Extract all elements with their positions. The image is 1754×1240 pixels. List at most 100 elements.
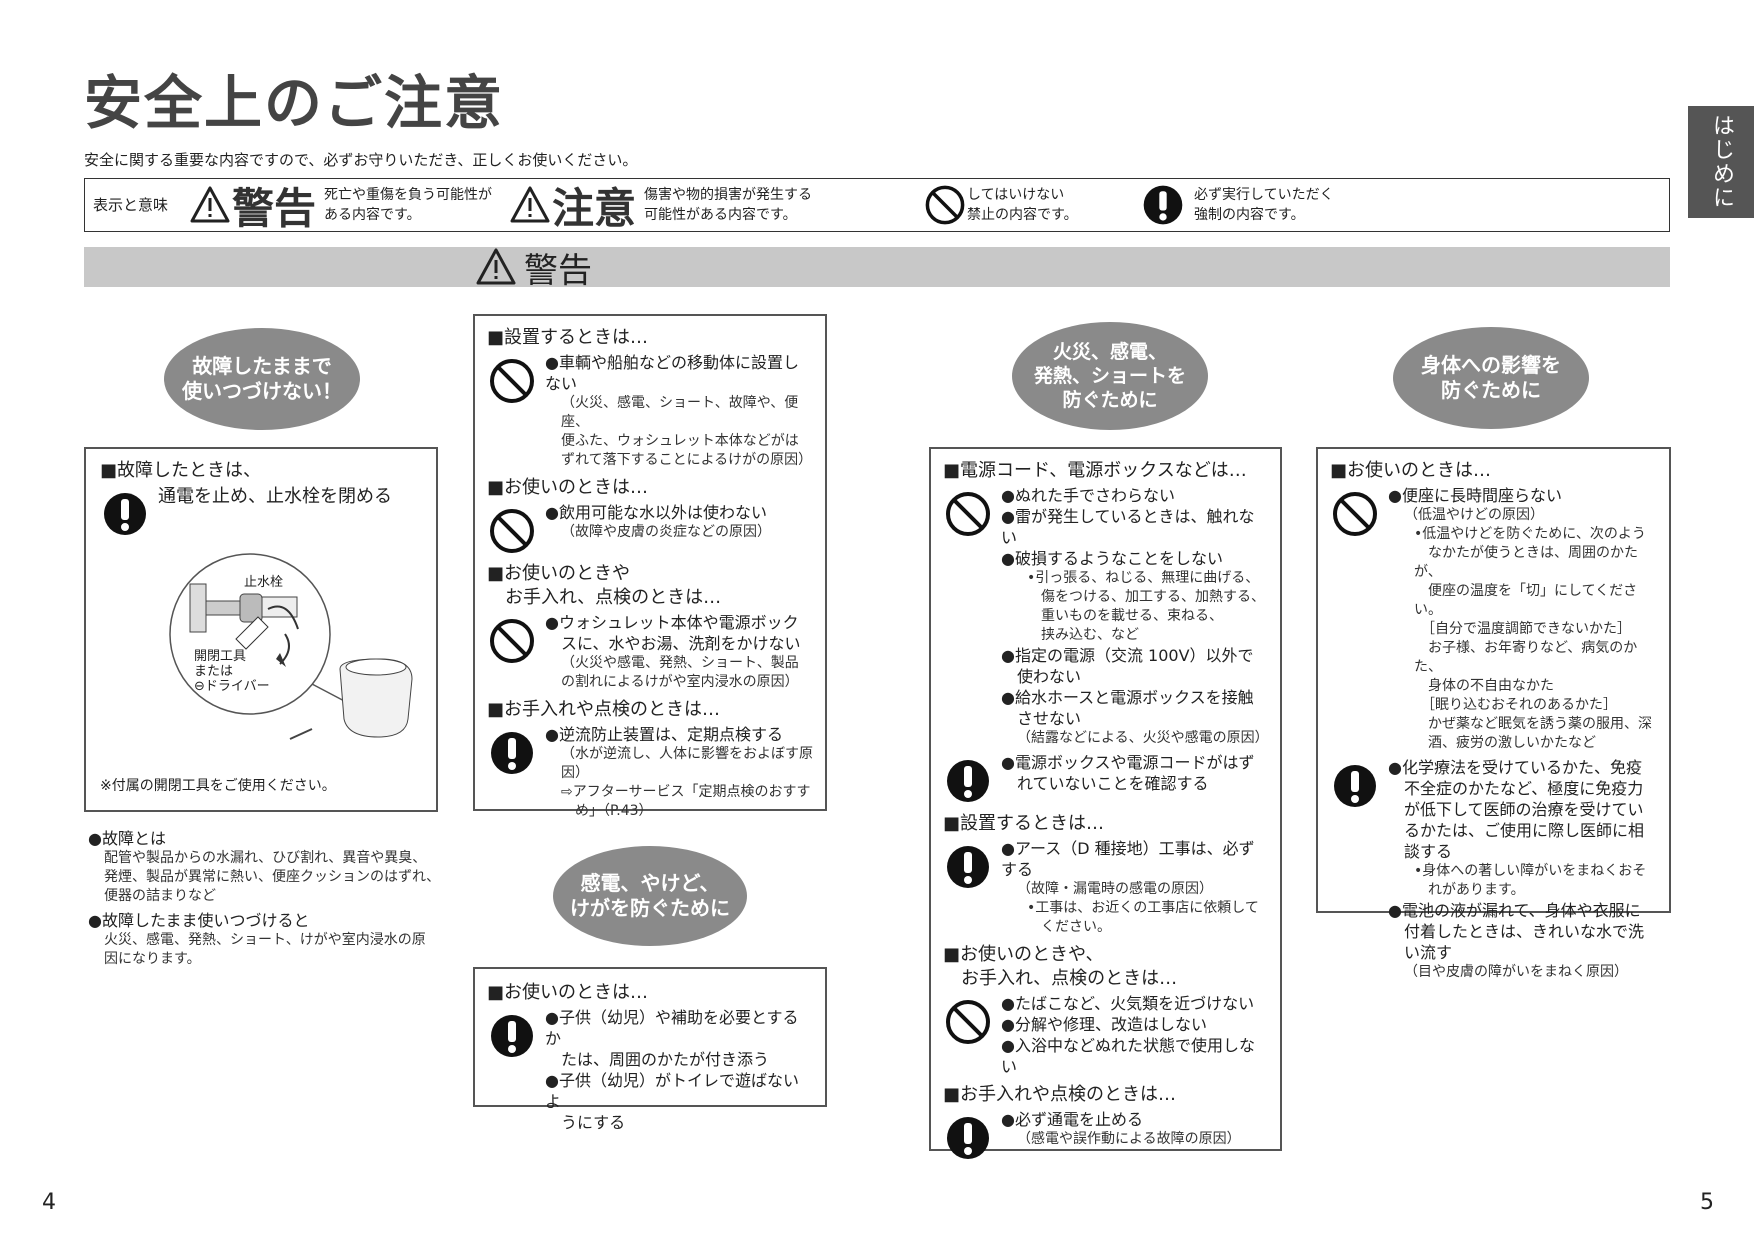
- legend-caution: 注意 傷害や物的損害が発生する 可能性がある内容です。: [510, 179, 813, 233]
- list-item: ●化学療法を受けているかた、免疫 不全症のかたなど、極度に免疫力 が低下して医師…: [1330, 757, 1657, 982]
- mandatory-icon: [947, 760, 989, 802]
- warning-triangle-icon: [476, 248, 516, 285]
- page-number-left: 4: [42, 1190, 56, 1215]
- list-item: ●ぬれた手でさわらない ●雷が発生しているときは、触れない ●破損するようなこと…: [943, 485, 1269, 748]
- item-text: ●雷が発生しているときは、触れない: [1001, 507, 1255, 547]
- box-footnote: ※付属の開閉工具をご使用ください。: [100, 778, 336, 794]
- item-note: （低温やけどの原因）: [1404, 507, 1544, 523]
- box-body-effects: ■お使いのときは… ●便座に長時間座らない （低温やけどの原因） •低温やけどを…: [1316, 447, 1671, 980]
- list-item: ●子供（幼児）や補助を必要とするか たは、周囲のかたが付き添う ●子供（幼児）が…: [487, 1007, 813, 1133]
- note-head: ●故障したまま使いつづけると: [88, 911, 310, 930]
- item-text: ●アース（D 種接地）工事は、必ずする: [1001, 839, 1255, 879]
- note-body: 配管や製品からの水漏れ、ひび割れ、異音や異臭、 発煙、製品が異常に熱い、便座クッ…: [104, 850, 441, 904]
- mandatory-icon: [104, 493, 146, 535]
- box-malfunction: ■故障したときは、 通電を止め、止水栓を閉める 止水栓 開閉工具 または ⊖ドラ…: [84, 447, 438, 812]
- list-item: ●逆流防止装置は、定期点検する （水が逆流し、人体に影響をおよぼす原因） ⇨アフタ…: [487, 724, 813, 821]
- item-note: （感電や誤作動による故障の原因）: [1017, 1131, 1241, 1147]
- section-title: ■お使いのときや、 お手入れ、点検のときは…: [943, 944, 1178, 989]
- item-note: （水が逆流し、人体に影響をおよぼす原因） ⇨アフターサービス「定期点検のおすす …: [561, 746, 813, 819]
- section-title: ■設置するときは…: [487, 327, 649, 348]
- section-title: ■故障したときは、: [100, 460, 262, 481]
- list-item: ●電源ボックスや電源コードがはず れていないことを確認する: [943, 752, 1268, 806]
- legend-warning-desc: 死亡や重傷を負う可能性が ある内容です。: [324, 187, 493, 223]
- item-subnote: •引っ張る、ねじる、無理に曲げる、 傷をつける、加工する、加熱する、 重いものを…: [1027, 570, 1265, 643]
- item-text: ●飲用可能な水以外は使わない: [545, 503, 767, 522]
- item-text: ●分解や修理、改造はしない: [1001, 1015, 1207, 1034]
- list-item: ●必ず通電を止める （感電や誤作動による故障の原因）: [943, 1109, 1268, 1163]
- item-note: （故障や皮膚の炎症などの原因）: [561, 524, 771, 540]
- mandatory-icon: [491, 1015, 533, 1057]
- item-note: （結露などによる、火災や感電の原因）: [1017, 730, 1269, 746]
- prohibited-icon: [1333, 492, 1377, 536]
- legend-warning: 警告 死亡や重傷を負う可能性が ある内容です。: [190, 179, 493, 233]
- figure-label-valve: 止水栓: [244, 575, 284, 590]
- list-item: ●たばこなど、火気類を近づけない ●分解や修理、改造はしない ●入浴中などぬれた…: [943, 993, 1268, 1077]
- warning-banner: 警告: [84, 247, 1670, 291]
- item-note: （火災、感電、ショート、故障や、便座、 便ふた、ウォシュレット本体などがは ずれ…: [561, 395, 813, 468]
- page-number-right: 5: [1700, 1190, 1714, 1215]
- item-text: ●逆流防止装置は、定期点検する: [545, 725, 783, 744]
- legend-mandatory: 必ず実行していただく 強制の内容です。: [1140, 179, 1334, 231]
- list-item: ●飲用可能な水以外は使わない （故障や皮膚の炎症などの原因）: [487, 502, 813, 556]
- section-title: ■お使いのときは…: [487, 477, 649, 498]
- oval-heading-col4: 身体への影響を 防ぐために: [1393, 327, 1589, 429]
- mandatory-icon: [947, 846, 989, 888]
- item-note: （目や皮膚の障がいをまねく原因）: [1404, 964, 1628, 980]
- item-text: 通電を止め、止水栓を閉める: [158, 486, 392, 507]
- legend-mandatory-desc: 必ず実行していただく 強制の内容です。: [1194, 187, 1334, 223]
- section-title: ■設置するときは…: [943, 813, 1105, 834]
- oval-heading-col1: 故障したままで 使いつづけない！: [164, 328, 360, 430]
- item-text: ●ウォシュレット本体や電源ボック スに、水やお湯、洗剤をかけない: [545, 613, 801, 653]
- box-electrical: ■電源コード、電源ボックスなどは… ●ぬれた手でさわらない ●雷が発生していると…: [929, 447, 1282, 1159]
- oval-heading-col3: 火災、感電、 発熱、ショートを 防ぐために: [1012, 322, 1208, 430]
- item-note: （火災や感電、発熱、ショート、製品 の割れによるけがや室内浸水の原因）: [561, 655, 799, 690]
- mandatory-icon: [1334, 765, 1376, 807]
- list-item: ●便座に長時間座らない （低温やけどの原因） •低温やけどを防ぐために、次のよう…: [1330, 485, 1657, 753]
- item-text: ●車輌や船舶などの移動体に設置しない: [545, 353, 799, 393]
- box-usage: ■設置するときは… ●車輌や船舶などの移動体に設置しない（火災、感電、ショート、…: [473, 314, 827, 819]
- prohibited-icon: [490, 359, 534, 403]
- item-text: ●子供（幼児）や補助を必要とするか たは、周囲のかたが付き添う: [545, 1008, 799, 1069]
- item-text: ●電源ボックスや電源コードがはず れていないことを確認する: [1001, 753, 1255, 793]
- list-item: 通電を止め、止水栓を閉める: [100, 485, 422, 539]
- item-note: （故障・漏電時の感電の原因）: [1017, 881, 1213, 897]
- warning-triangle-icon: [190, 186, 230, 223]
- item-text: ●必ず通電を止める: [1001, 1110, 1143, 1129]
- mandatory-icon: [947, 1117, 989, 1159]
- item-text: ●指定の電源（交流 100V）以外で 使わない: [1001, 646, 1254, 686]
- item-text: ●電池の液が漏れて、身体や衣服に 付着したときは、きれいな水で洗 い流す: [1388, 901, 1645, 962]
- valve-figure: [169, 553, 413, 740]
- item-text: ●ぬれた手でさわらない: [1001, 486, 1175, 505]
- mandatory-icon: [1143, 185, 1183, 225]
- item-text: ●破損するようなことをしない: [1001, 549, 1223, 568]
- section-title: ■お手入れや点検のときは…: [943, 1084, 1177, 1105]
- item-text: ●子供（幼児）がトイレで遊ばないよ うにする: [545, 1071, 799, 1132]
- legend-warning-word: 警告: [232, 183, 317, 233]
- item-subnote: •身体への著しい障がいをまねくおそ れがあります。: [1414, 863, 1647, 898]
- list-item: ●アース（D 種接地）工事は、必ずする （故障・漏電時の感電の原因） •工事は、…: [943, 838, 1268, 937]
- legend-box: 表示と意味 警告 死亡や重傷を負う可能性が ある内容です。 注意 傷害や物的損害…: [84, 178, 1670, 233]
- note-head: ●故障とは: [88, 829, 166, 848]
- item-text: ●たばこなど、火気類を近づけない: [1001, 994, 1255, 1013]
- legend-caution-word: 注意: [552, 183, 637, 233]
- note-body: 火災、感電、発熱、ショート、けがや室内浸水の原 因になります。: [104, 932, 426, 967]
- legend-heading: 表示と意味: [93, 196, 169, 214]
- list-item: ●車輌や船舶などの移動体に設置しない（火災、感電、ショート、故障や、便座、 便ふ…: [487, 352, 813, 470]
- page-title: 安全上のご注意: [84, 69, 505, 137]
- section-title: ■電源コード、電源ボックスなどは…: [943, 460, 1247, 481]
- prohibited-icon: [490, 509, 534, 553]
- item-subnote: •工事は、お近くの工事店に依頼して ください。: [1027, 900, 1259, 935]
- prohibited-icon: [925, 185, 965, 225]
- item-text: ●便座に長時間座らない: [1388, 486, 1562, 505]
- intro-text: 安全に関する重要な内容ですので、必ずお守りいただき、正しくお使いください。: [84, 151, 638, 169]
- legend-prohibited-desc: してはいけない 禁止の内容です。: [967, 187, 1078, 223]
- side-tab[interactable]: はじめに: [1688, 106, 1754, 218]
- item-subnote: •低温やけどを防ぐために、次のよう なかたが使うときは、周囲のかたが、 便座の温…: [1414, 526, 1652, 751]
- section-title: ■お手入れや点検のときは…: [487, 699, 721, 720]
- prohibited-icon: [946, 492, 990, 536]
- malfunction-notes: ●故障とは 配管や製品からの水漏れ、ひび割れ、異音や異臭、 発煙、製品が異常に熱…: [88, 828, 448, 969]
- section-title: ■お使いのときは…: [487, 982, 649, 1003]
- list-item: ●ウォシュレット本体や電源ボック スに、水やお湯、洗剤をかけない（火災や感電、発…: [487, 612, 813, 692]
- oval-heading-col2: 感電、やけど、 けがを防ぐために: [553, 846, 747, 946]
- legend-caution-desc: 傷害や物的損害が発生する 可能性がある内容です。: [644, 187, 813, 223]
